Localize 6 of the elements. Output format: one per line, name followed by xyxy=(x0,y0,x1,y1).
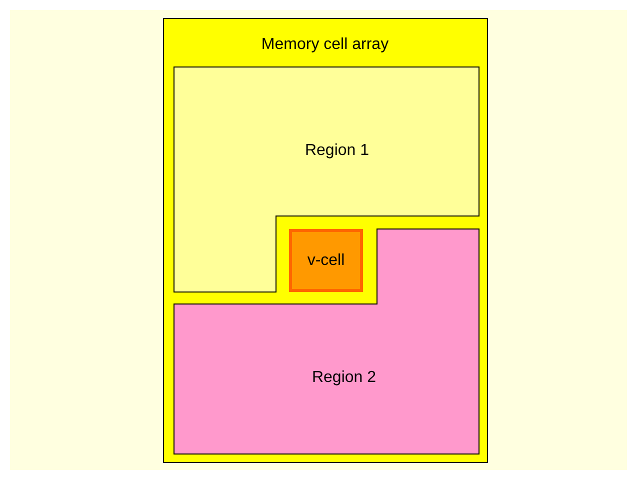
cell-box xyxy=(289,229,363,292)
array-title: Memory cell array xyxy=(261,36,389,54)
array-box xyxy=(163,18,488,463)
region-label: Region 2 xyxy=(312,369,376,387)
region-label: Region 1 xyxy=(304,142,370,160)
cell-label: v-cell xyxy=(307,252,345,270)
